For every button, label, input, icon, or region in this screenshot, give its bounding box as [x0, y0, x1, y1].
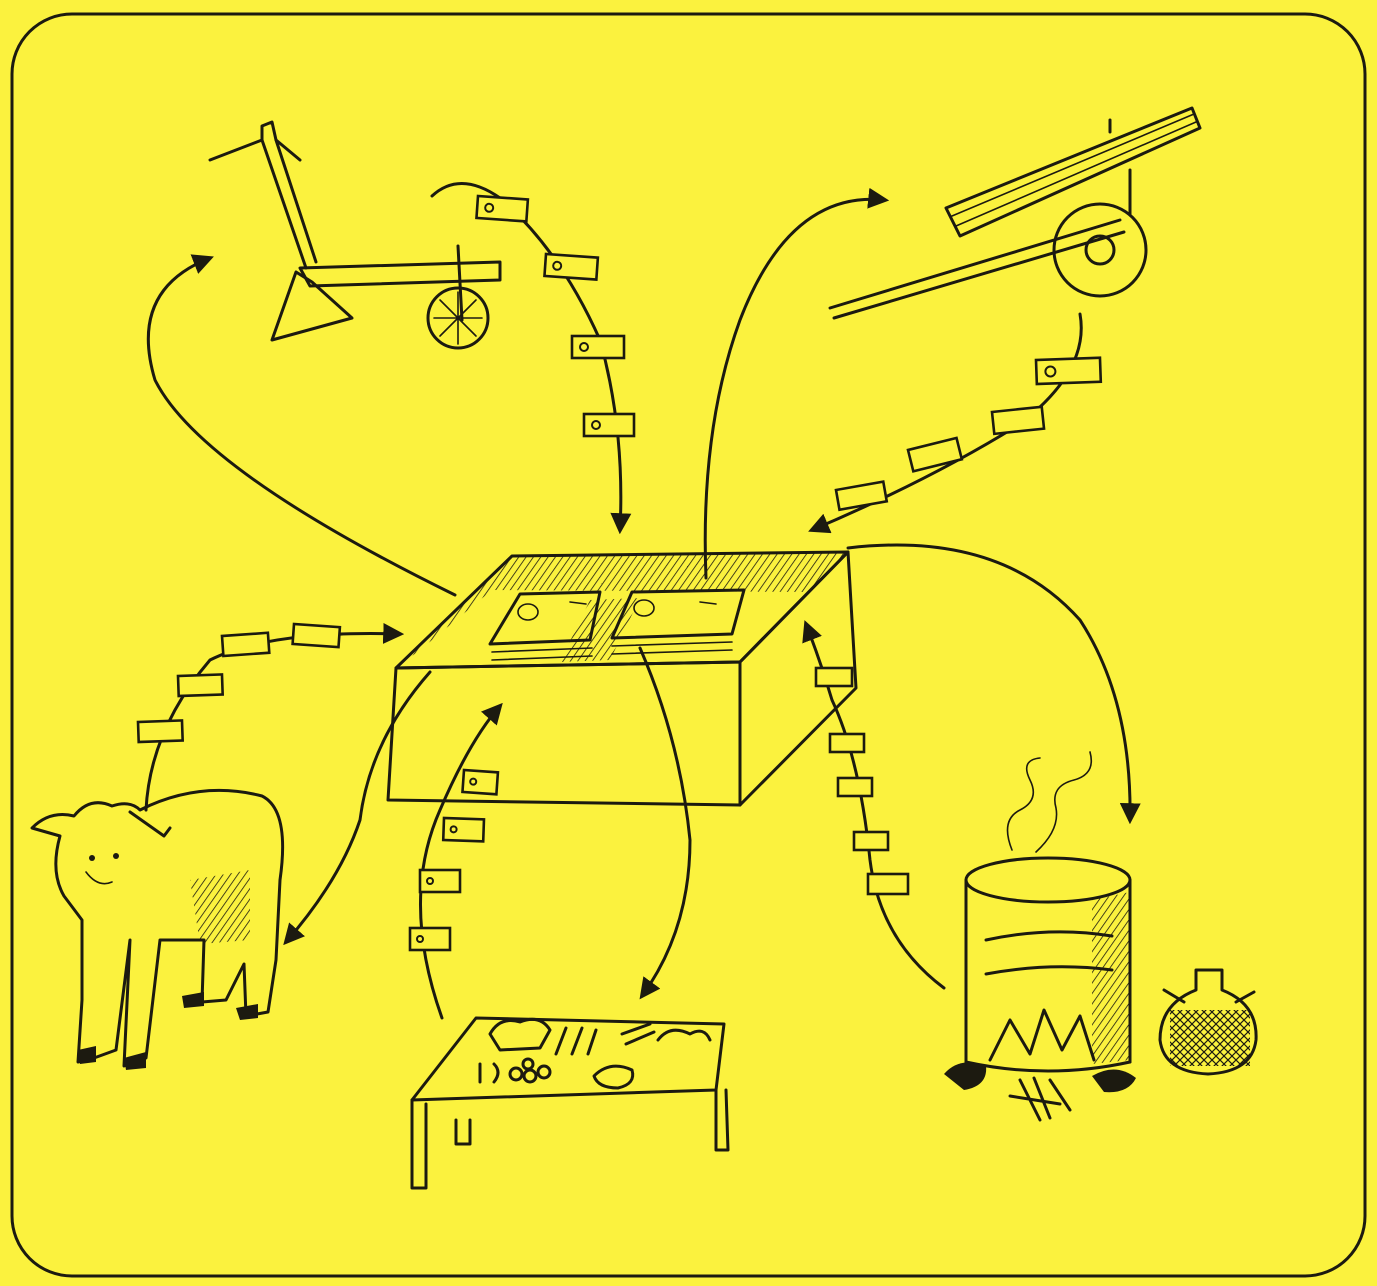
banknote	[544, 254, 597, 280]
banknote	[1036, 358, 1101, 384]
banknote	[293, 624, 340, 647]
banknote	[992, 407, 1044, 434]
banknote	[572, 336, 624, 358]
banknote	[816, 668, 852, 686]
page-frame	[12, 14, 1365, 1276]
banknote	[178, 674, 223, 696]
banknote	[584, 414, 634, 436]
banknote	[462, 770, 497, 794]
banknote	[830, 734, 864, 752]
banknote	[838, 778, 872, 796]
banknote	[420, 870, 460, 892]
banknote	[868, 874, 908, 894]
banknote	[138, 720, 183, 742]
banknote	[222, 633, 269, 656]
banknote	[410, 928, 450, 950]
banknote	[854, 832, 888, 850]
banknote	[476, 196, 527, 221]
banknote	[443, 818, 484, 841]
